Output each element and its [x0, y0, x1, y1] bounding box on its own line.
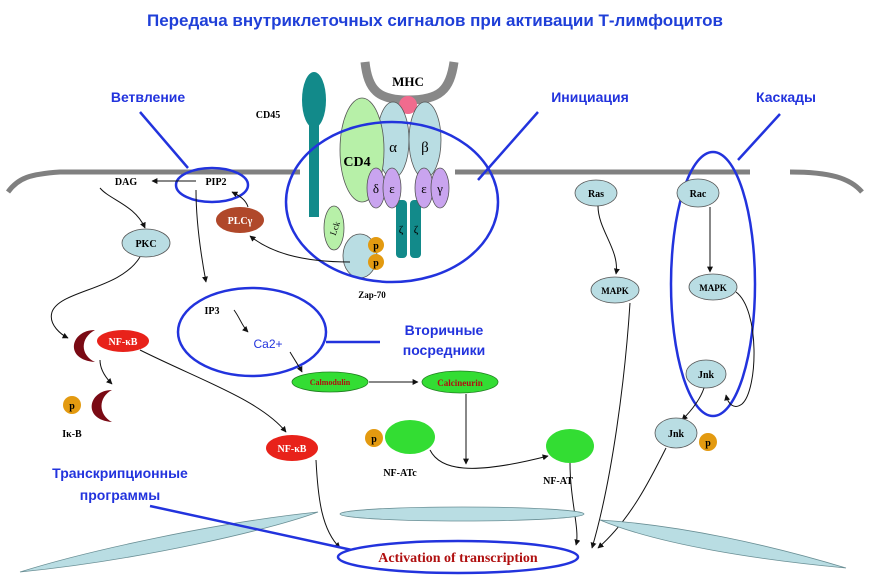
jnk-bottom-node: [654, 417, 698, 449]
transcription-pointer: [149, 504, 353, 552]
nfatc-phospho-node: [365, 429, 383, 447]
zeta-left-label: ζ: [399, 224, 404, 236]
mhc-label: MHC: [392, 74, 424, 89]
plcg-label: PLCγ: [228, 216, 253, 227]
initiation-pointer: [477, 111, 539, 181]
beta-label: β: [421, 140, 429, 156]
branching-circle: [174, 166, 250, 204]
plcg-to-pip2-arrow: [231, 191, 249, 208]
ip3-label: IP3: [205, 306, 220, 317]
nfat-label: NF-AT: [543, 476, 573, 487]
nfat-node: [546, 429, 594, 463]
jnk-bottom-label: Jnk: [668, 429, 685, 440]
cd45-molecule: CD45: [256, 72, 326, 217]
cascades-ellipse: [669, 150, 757, 418]
secondary-annotation-line1: Вторичные: [405, 322, 484, 338]
ikb-node: p Iκ-B: [62, 390, 112, 440]
transcription-annotation-line1: Транскрипционные: [52, 465, 188, 481]
transcription-annotation-line2: программы: [80, 487, 160, 503]
nfatc-phospho: p: [371, 434, 377, 445]
pkc-label: PKC: [135, 239, 156, 250]
ikb-release-arrow: [99, 359, 113, 385]
nfkb-nuc-node: [266, 435, 318, 461]
mhc-molecule: MHC: [360, 61, 459, 114]
nfkb-to-transcription-arrow: [315, 459, 341, 549]
mapk-ras-node: [590, 276, 640, 304]
ip3-to-ca-arrow: [233, 309, 249, 333]
jnk-top-label: Jnk: [698, 370, 715, 381]
pkc-node: [121, 228, 171, 258]
nfatc-label: NF-ATc: [383, 468, 417, 479]
ras-to-mapk-arrow: [597, 205, 620, 275]
zap-phospho-bottom: p: [373, 258, 379, 269]
calmodulin-label: Calmodulin: [310, 378, 351, 387]
calcineurin-label: Calcineurin: [437, 378, 483, 388]
secondary-annotation-line2: посредники: [403, 342, 486, 358]
jnk-phosphorylation-arrow: [681, 387, 705, 421]
calmodulin-node: [291, 371, 369, 393]
transcription-ellipse: [336, 539, 580, 575]
zap-to-plcg-arrow: [249, 235, 351, 263]
nfkb-cyto-label: NF-κB: [109, 337, 138, 348]
cell-membrane: [5, 169, 864, 194]
zap-phospho-top: p: [373, 241, 379, 252]
nfatc-node: [385, 420, 435, 454]
rac-label: Rac: [690, 189, 707, 200]
branching-pointer: [139, 111, 189, 169]
pip2-to-ip3-arrow: [195, 189, 208, 283]
initiation-annotation: Инициация: [551, 89, 629, 105]
diagram-title: Передача внутриклеточных сигналов при ак…: [147, 11, 723, 30]
pkc-to-nfkb-arrow: [50, 256, 141, 339]
jnk-top-node: [685, 359, 727, 389]
epsilon-left-label: ε: [389, 181, 395, 196]
cascades-pointer: [737, 113, 781, 161]
initiation-circle: [284, 120, 500, 284]
calcineurin-node: [421, 370, 499, 394]
zeta-right-label: ζ: [414, 224, 419, 236]
plcg-node: [216, 207, 264, 233]
transcription-label: Activation of transcription: [378, 551, 538, 566]
mapk-ras-label: MAPK: [601, 286, 629, 296]
ikb-label: Iκ-B: [62, 429, 82, 440]
lck-label: Lck: [328, 220, 342, 237]
mapk-rac-node: [688, 273, 738, 301]
branching-annotation: Ветвление: [111, 89, 186, 105]
secondary-messengers-circle: [176, 286, 328, 378]
jnk-phospho: p: [705, 438, 711, 449]
dag-to-pkc-arrow: [99, 187, 146, 229]
mapk-rac-label: MAPK: [699, 283, 727, 293]
pip2-label: PIP2: [205, 177, 226, 188]
ca-label: Ca2+: [253, 337, 282, 351]
ikb-phospho: p: [69, 401, 75, 412]
nfatc-to-nfat-arrow: [429, 449, 549, 469]
nfkb-translocation-arrow: [139, 349, 287, 433]
nfkb-ikb-complex: NF-κB: [73, 330, 149, 362]
ras-node: [574, 179, 618, 207]
epsilon-right-label: ε: [421, 181, 427, 196]
cd4-label: CD4: [343, 155, 370, 170]
delta-label: δ: [373, 181, 379, 196]
cd45-label: CD45: [256, 110, 280, 121]
ca-to-calmodulin-arrow: [289, 351, 303, 373]
mapk-to-transcription-arrow: [590, 302, 631, 549]
cascades-annotation: Каскады: [756, 89, 816, 105]
jnk-to-transcription-arrow: [597, 447, 667, 549]
mapk-to-jnk-arrow: [724, 291, 755, 407]
nfkb-nuc-label: NF-κB: [278, 444, 307, 455]
alpha-label: α: [389, 140, 397, 156]
dag-label: DAG: [115, 177, 137, 188]
jnk-phospho-node: [699, 433, 717, 451]
zap70-label: Zap-70: [358, 290, 386, 300]
rac-node: [676, 178, 720, 208]
gamma-label: γ: [436, 181, 443, 196]
ras-label: Ras: [588, 189, 604, 200]
